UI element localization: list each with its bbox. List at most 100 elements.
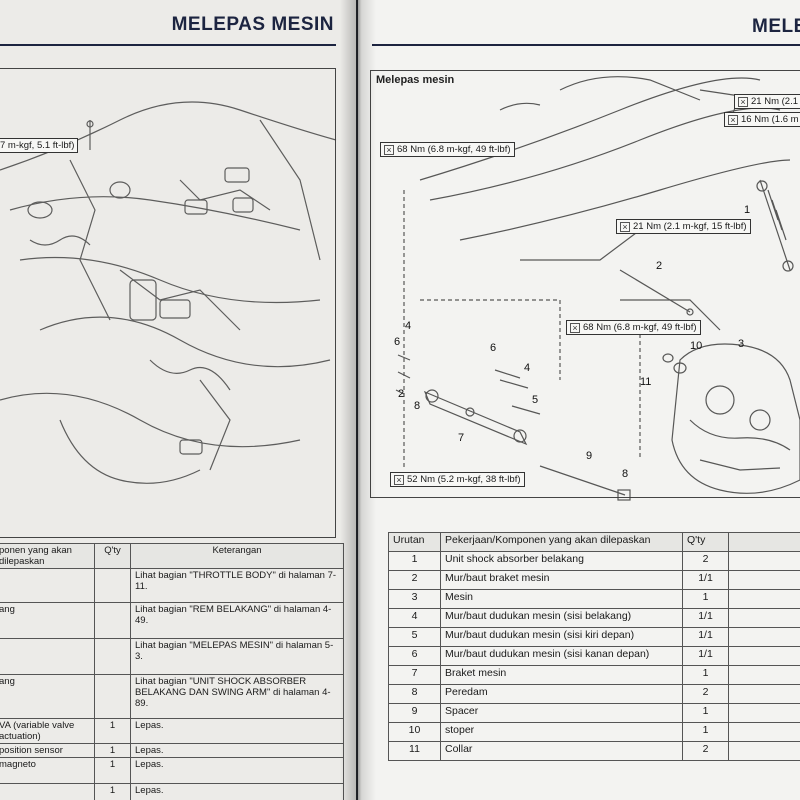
torque-label-5: × 68 Nm (6.8 m-kgf, 49 ft-lbf) [566, 320, 701, 335]
left-row-item: magneto [0, 757, 95, 784]
left-row-qty [94, 602, 131, 639]
row-qty: 1/1 [682, 570, 729, 590]
left-row-item [0, 783, 95, 800]
torque-icon: × [738, 96, 748, 107]
left-page: MELEPAS MESIN [0, 0, 356, 800]
row-qty: 1 [682, 589, 729, 609]
row-qty: 1 [682, 665, 729, 685]
row-component: Unit shock absorber belakang [440, 551, 683, 571]
left-row-item [0, 568, 95, 603]
callout-3: 3 [738, 338, 745, 350]
left-row-note: Lepas. [130, 757, 344, 784]
left-torque-text: 7 m-kgf, 5.1 ft-lbf) [0, 140, 75, 151]
callout-7: 7 [458, 432, 465, 444]
left-row-item: ang [0, 602, 95, 639]
row-order: 3 [388, 589, 441, 609]
table-row: ang Lihat bagian "UNIT SHOCK ABSORBER BE… [0, 674, 344, 719]
row-component: Mur/baut braket mesin [440, 570, 683, 590]
torque-text: 68 Nm (6.8 m-kgf, 49 ft-lbf) [397, 144, 511, 155]
row-qty: 1 [682, 703, 729, 723]
torque-text: 16 Nm (1.6 m [741, 114, 799, 125]
left-row-note: Lihat bagian "MELEPAS MESIN" di halaman … [130, 638, 344, 675]
left-row-qty: 1 [94, 718, 131, 744]
row-note [728, 646, 800, 666]
left-row-qty [94, 568, 131, 603]
left-row-qty [94, 674, 131, 719]
torque-icon: × [728, 114, 738, 125]
row-qty: 1 [682, 722, 729, 742]
callout-1: 1 [744, 204, 751, 216]
left-wiring-illustration [0, 101, 337, 484]
torque-text: 52 Nm (5.2 m-kgf, 38 ft-lbf) [407, 474, 521, 485]
row-component: Mur/baut dudukan mesin (sisi belakang) [440, 608, 683, 628]
row-component: Braket mesin [440, 665, 683, 685]
figure-title: Melepas mesin [376, 74, 455, 86]
right-page-header: MELEPAS MESIN [752, 16, 800, 37]
row-order: 8 [388, 684, 441, 704]
row-note [728, 741, 800, 761]
row-order: 11 [388, 741, 441, 761]
left-col-qty: Q'ty [94, 543, 131, 569]
row-component: Collar [440, 741, 683, 761]
left-row-item: position sensor [0, 743, 95, 758]
row-note [728, 627, 800, 647]
callout-9: 9 [586, 450, 593, 462]
left-row-note: Lepas. [130, 743, 344, 758]
row-qty: 1/1 [682, 608, 729, 628]
row-qty: 2 [682, 684, 729, 704]
left-header-rule [0, 44, 336, 46]
row-qty: 2 [682, 551, 729, 571]
callout-6b: 6 [490, 342, 497, 354]
row-order: 7 [388, 665, 441, 685]
row-component: stoper [440, 722, 683, 742]
torque-label-3: × 68 Nm (6.8 m-kgf, 49 ft-lbf) [380, 142, 515, 157]
callout-4: 4 [405, 320, 412, 332]
row-order: 1 [388, 551, 441, 571]
callout-11: 11 [640, 376, 652, 388]
row-component: Mur/baut dudukan mesin (sisi kiri depan) [440, 627, 683, 647]
row-order: 2 [388, 570, 441, 590]
torque-label-4: × 21 Nm (2.1 m-kgf, 15 ft-lbf) [616, 219, 751, 234]
row-order: 9 [388, 703, 441, 723]
col-note [728, 532, 800, 552]
callout-6: 6 [394, 336, 401, 348]
row-qty: 1/1 [682, 627, 729, 647]
col-qty: Q'ty [682, 532, 729, 552]
left-parts-table: ponen yang akan dilepaskan Q'ty Keterang… [0, 543, 344, 800]
right-header-rule [372, 44, 800, 46]
torque-icon: × [570, 322, 580, 333]
left-row-note: Lihat bagian "THROTTLE BODY" di halaman … [130, 568, 344, 603]
torque-icon: × [394, 474, 404, 485]
engine-removal-illustration [395, 76, 800, 501]
row-note [728, 665, 800, 685]
torque-text: 21 Nm (2.1 m-kgf, 15 ft-lbf) [633, 221, 747, 232]
left-wiring-figure [0, 68, 336, 538]
left-col-component: ponen yang akan dilepaskan [0, 543, 95, 569]
left-row-note: Lepas. [130, 783, 344, 800]
left-row-qty: 1 [94, 783, 131, 800]
torque-text: 68 Nm (6.8 m-kgf, 49 ft-lbf) [583, 322, 697, 333]
left-row-qty: 1 [94, 757, 131, 784]
torque-label-2: × 16 Nm (1.6 m [724, 112, 800, 127]
right-engine-figure [370, 70, 800, 498]
row-order: 5 [388, 627, 441, 647]
left-row-item: ang [0, 674, 95, 719]
left-row-qty [94, 638, 131, 675]
row-order: 4 [388, 608, 441, 628]
callout-8: 8 [414, 400, 421, 412]
left-row-note: Lepas. [130, 718, 344, 744]
col-component: Pekerjaan/Komponen yang akan dilepaskan [440, 532, 683, 552]
col-order: Urutan [388, 532, 441, 552]
torque-label-1: × 21 Nm (2.1 m [734, 94, 800, 109]
left-col-note: Keterangan [130, 543, 344, 569]
callout-10: 10 [690, 340, 703, 352]
table-row: ang Lihat bagian "REM BELAKANG" di halam… [0, 602, 344, 639]
callout-8b: 8 [622, 468, 629, 480]
